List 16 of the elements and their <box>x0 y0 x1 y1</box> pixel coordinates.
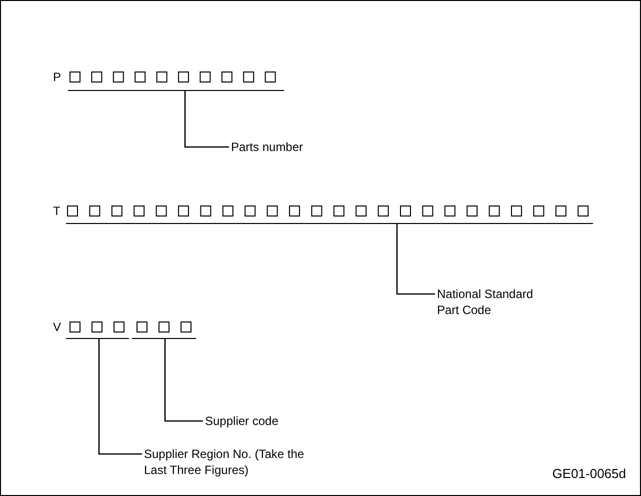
leader-line <box>396 224 435 295</box>
callout-text: National Standard Part Code <box>437 286 557 318</box>
leader-line <box>98 339 142 455</box>
callout-text: Parts number <box>231 139 371 155</box>
underline-bar <box>132 338 196 339</box>
row-letter: V <box>53 320 62 334</box>
row-letter: P <box>53 70 62 84</box>
underline-bar <box>68 90 284 91</box>
figure-code: GE01-0065d <box>552 465 626 482</box>
callout-text: Supplier Region No. (Take the Last Three Figures) <box>144 446 322 478</box>
underline-bar <box>66 223 593 224</box>
callout-text: Supplier code <box>205 413 355 429</box>
row-letter: T <box>53 204 60 218</box>
leader-line <box>184 91 229 148</box>
underline-bar <box>66 338 129 339</box>
leader-line <box>164 339 203 422</box>
